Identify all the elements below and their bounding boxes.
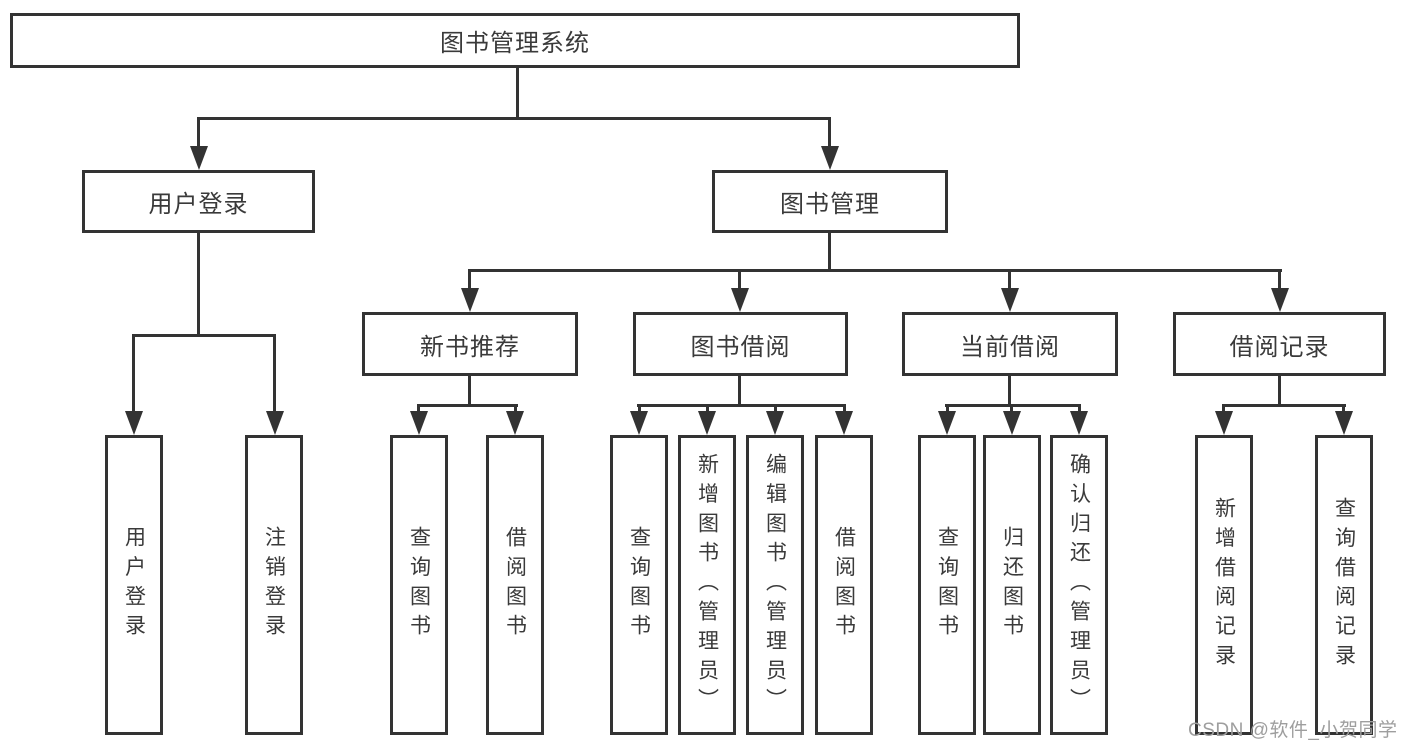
connector-line	[468, 376, 471, 407]
leaf-borrow-query-books-label: 查询图书	[627, 526, 651, 644]
leaf-current-confirm-return-admin: 确认归还（管理员）	[1050, 435, 1108, 735]
connector-line	[1278, 269, 1281, 292]
node-new-book-recommend: 新书推荐	[362, 312, 578, 376]
connector-line	[706, 404, 709, 415]
connector-line	[738, 269, 741, 292]
leaf-current-return-books: 归还图书	[983, 435, 1041, 735]
arrow-head	[410, 411, 428, 435]
leaf-records-query-record-label: 查询借阅记录	[1332, 496, 1356, 674]
connector-line	[197, 117, 200, 148]
connector-line	[1342, 404, 1345, 415]
leaf-logout: 注销登录	[245, 435, 303, 735]
arrow-head	[461, 288, 479, 312]
connector-line	[946, 404, 949, 415]
leaf-current-query-books: 查询图书	[918, 435, 976, 735]
csdn-watermark: CSDN @软件_小贺同学	[1188, 720, 1398, 741]
connector-line	[197, 117, 831, 120]
connector-line	[1010, 404, 1013, 415]
arrow-head	[125, 411, 143, 435]
connector-line	[1222, 404, 1346, 407]
leaf-recommend-query-books: 查询图书	[390, 435, 448, 735]
leaf-user-login: 用户登录	[105, 435, 163, 735]
leaf-borrow-add-books-admin: 新增图书（管理员）	[678, 435, 736, 735]
connector-line	[738, 376, 741, 407]
connector-line	[1278, 376, 1281, 407]
arrow-head	[1070, 411, 1088, 435]
arrow-head	[1335, 411, 1353, 435]
arrow-head	[630, 411, 648, 435]
node-book-management: 图书管理	[712, 170, 948, 233]
arrow-head	[766, 411, 784, 435]
connector-line	[1222, 404, 1225, 415]
connector-line	[516, 68, 519, 120]
arrow-head	[1215, 411, 1233, 435]
leaf-borrow-query-books: 查询图书	[610, 435, 668, 735]
connector-line	[1078, 404, 1081, 415]
connector-line	[828, 233, 831, 272]
connector-line	[132, 334, 135, 413]
leaf-borrow-edit-books-admin-label: 编辑图书（管理员）	[763, 452, 787, 718]
connector-line	[417, 404, 420, 415]
connector-line	[637, 404, 846, 407]
leaf-current-confirm-return-admin-label: 确认归还（管理员）	[1067, 452, 1091, 718]
arrow-head	[266, 411, 284, 435]
node-root-label: 图书管理系统	[440, 30, 590, 57]
node-root: 图书管理系统	[10, 13, 1020, 68]
node-current-borrow-label: 当前借阅	[960, 333, 1060, 361]
node-user-login: 用户登录	[82, 170, 315, 233]
leaf-borrow-borrow-books-label: 借阅图书	[832, 526, 856, 644]
connector-line	[945, 404, 1081, 407]
arrow-head	[1001, 288, 1019, 312]
leaf-current-query-books-label: 查询图书	[935, 526, 959, 644]
leaf-borrow-edit-books-admin: 编辑图书（管理员）	[746, 435, 804, 735]
arrow-head	[821, 146, 839, 170]
leaf-current-return-books-label: 归还图书	[1000, 526, 1024, 644]
connector-line	[1008, 376, 1011, 407]
connector-line	[417, 404, 518, 407]
connector-line	[468, 269, 1282, 272]
node-user-login-label: 用户登录	[148, 191, 249, 218]
leaf-recommend-borrow-books-label: 借阅图书	[503, 526, 527, 644]
connector-line	[468, 269, 471, 292]
connector-line	[828, 117, 831, 148]
leaf-borrow-add-books-admin-label: 新增图书（管理员）	[695, 452, 719, 718]
leaf-records-query-record: 查询借阅记录	[1315, 435, 1373, 735]
connector-line	[132, 334, 276, 337]
arrow-head	[698, 411, 716, 435]
node-book-management-label: 图书管理	[780, 191, 880, 218]
connector-line	[774, 404, 777, 415]
leaf-borrow-borrow-books: 借阅图书	[815, 435, 873, 735]
arrow-head	[1003, 411, 1021, 435]
leaf-records-add-record: 新增借阅记录	[1195, 435, 1253, 735]
arrow-head	[731, 288, 749, 312]
arrow-head	[1271, 288, 1289, 312]
connector-line	[638, 404, 641, 415]
connector-line	[843, 404, 846, 415]
connector-line	[273, 334, 276, 413]
arrow-head	[506, 411, 524, 435]
leaf-logout-label: 注销登录	[262, 526, 286, 644]
node-current-borrow: 当前借阅	[902, 312, 1118, 376]
node-borrow-records: 借阅记录	[1173, 312, 1386, 376]
node-book-borrow-label: 图书借阅	[690, 333, 791, 361]
leaf-records-add-record-label: 新增借阅记录	[1212, 496, 1236, 674]
arrow-head	[190, 146, 208, 170]
leaf-user-login-label: 用户登录	[122, 526, 146, 644]
arrow-head	[835, 411, 853, 435]
node-new-book-recommend-label: 新书推荐	[420, 333, 520, 361]
node-borrow-records-label: 借阅记录	[1229, 333, 1330, 361]
leaf-recommend-borrow-books: 借阅图书	[486, 435, 544, 735]
node-book-borrow: 图书借阅	[633, 312, 848, 376]
arrow-head	[938, 411, 956, 435]
connector-line	[514, 404, 517, 415]
connector-line	[197, 233, 200, 337]
connector-line	[1008, 269, 1011, 292]
leaf-recommend-query-books-label: 查询图书	[407, 526, 431, 644]
